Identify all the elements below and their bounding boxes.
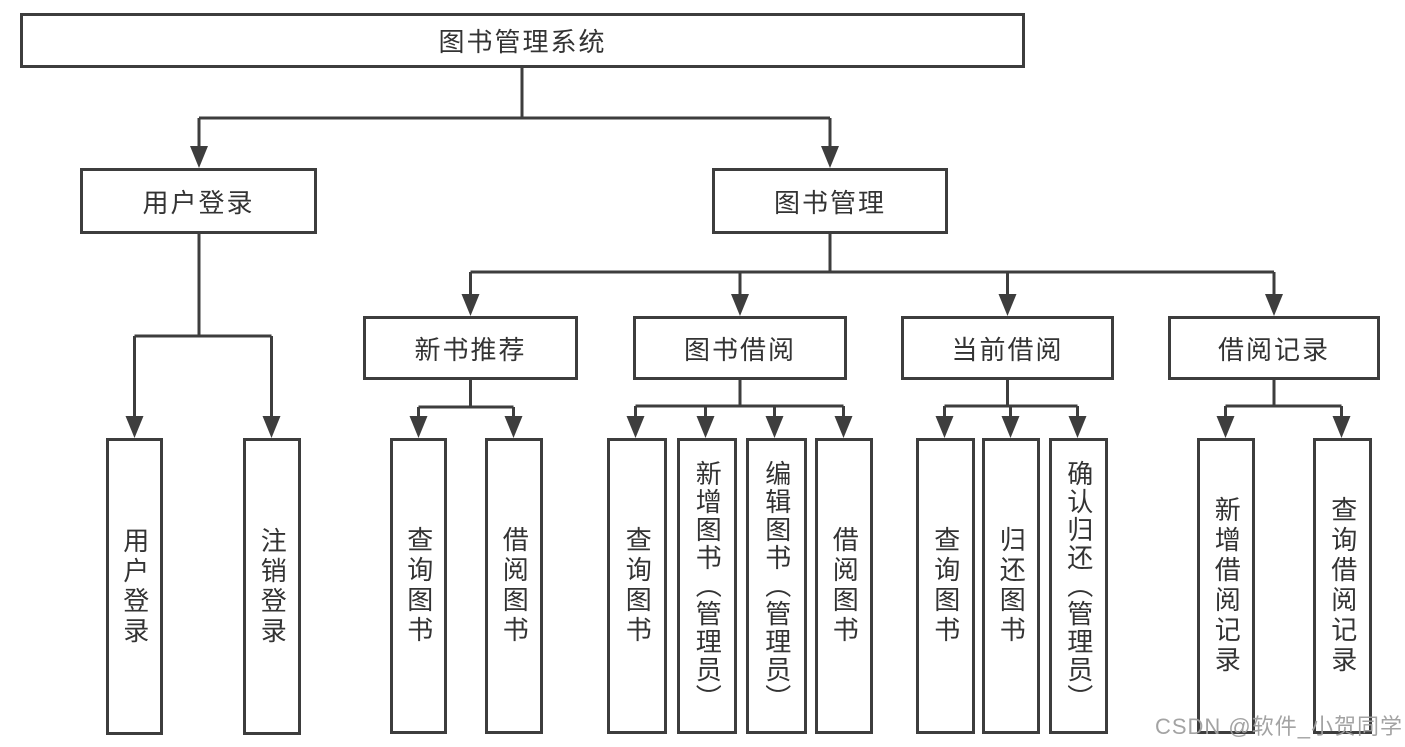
- leaf-label: 注销登录: [257, 526, 288, 647]
- leaf-return-books: 归还图书: [982, 438, 1040, 734]
- arrowheads: [125, 146, 1351, 438]
- leaf-query-books-current: 查询图书: [916, 438, 975, 734]
- arrow-down-icon: [834, 416, 853, 438]
- node-label: 图书管理系统: [438, 27, 607, 57]
- leaf-edit-books-admin: 编辑图书（管理员）: [746, 438, 807, 734]
- arrow-down-icon: [409, 416, 428, 438]
- leaf-add-books-admin: 新增图书（管理员）: [677, 438, 737, 734]
- node-label: 图书管理: [773, 187, 886, 218]
- arrow-down-icon: [1216, 416, 1235, 438]
- leaf-label: 归还图书: [996, 526, 1027, 646]
- leaf-confirm-return-admin: 确认归还（管理员）: [1049, 438, 1108, 734]
- leaf-borrow-books-recommend: 借阅图书: [485, 438, 543, 734]
- arrow-down-icon: [935, 416, 954, 438]
- node-label: 用户登录: [142, 187, 255, 218]
- arrow-down-icon: [1068, 416, 1087, 438]
- arrow-down-icon: [504, 416, 523, 438]
- leaf-borrow-books: 借阅图书: [815, 438, 873, 734]
- node-current-borrowing: 当前借阅: [901, 316, 1114, 380]
- node-label: 图书借阅: [683, 334, 796, 365]
- arrow-down-icon: [1332, 416, 1351, 438]
- leaf-label: 查询借阅记录: [1327, 496, 1358, 676]
- leaf-query-books-borrow: 查询图书: [607, 438, 667, 734]
- leaf-add-borrow-record: 新增借阅记录: [1197, 438, 1255, 734]
- csdn-watermark: CSDN @软件_小贺同学: [1154, 714, 1403, 739]
- arrow-down-icon: [262, 416, 281, 438]
- node-borrowing-records: 借阅记录: [1168, 316, 1380, 380]
- node-label: 借阅记录: [1217, 334, 1330, 365]
- node-new-book-recommend: 新书推荐: [363, 316, 578, 380]
- leaf-query-borrow-record: 查询借阅记录: [1313, 438, 1372, 734]
- leaf-label: 查询图书: [930, 526, 961, 646]
- node-book-borrowing: 图书借阅: [633, 316, 847, 380]
- leaf-user-login: 用户登录: [106, 438, 163, 735]
- leaf-query-books-recommend: 查询图书: [390, 438, 447, 734]
- arrow-down-icon: [125, 416, 144, 438]
- node-book-management: 图书管理: [712, 168, 948, 234]
- leaf-label: 借阅图书: [829, 526, 860, 646]
- leaf-label: 确认归还（管理员）: [1063, 460, 1094, 712]
- leaf-label: 用户登录: [119, 526, 150, 647]
- node-label: 当前借阅: [951, 334, 1064, 365]
- leaf-label: 新增图书（管理员）: [692, 460, 723, 712]
- node-user-login: 用户登录: [80, 168, 317, 234]
- node-label: 新书推荐: [414, 334, 527, 365]
- leaf-label: 借阅图书: [499, 526, 530, 646]
- arrow-down-icon: [461, 294, 480, 316]
- leaf-logout: 注销登录: [243, 438, 301, 735]
- arrow-down-icon: [731, 294, 749, 316]
- leaf-label: 查询图书: [403, 526, 434, 646]
- node-root: 图书管理系统: [20, 13, 1025, 68]
- arrow-down-icon: [696, 416, 715, 438]
- arrow-down-icon: [1265, 294, 1283, 316]
- arrow-down-icon: [765, 416, 784, 438]
- arrow-down-icon: [190, 146, 208, 168]
- arrow-down-icon: [626, 416, 645, 438]
- leaf-label: 查询图书: [622, 526, 653, 646]
- connector-paths: [133, 68, 1343, 418]
- arrow-down-icon: [821, 146, 839, 168]
- arrow-down-icon: [1001, 416, 1020, 438]
- arrow-down-icon: [998, 294, 1017, 316]
- leaf-label: 新增借阅记录: [1211, 496, 1242, 676]
- leaf-label: 编辑图书（管理员）: [761, 460, 792, 712]
